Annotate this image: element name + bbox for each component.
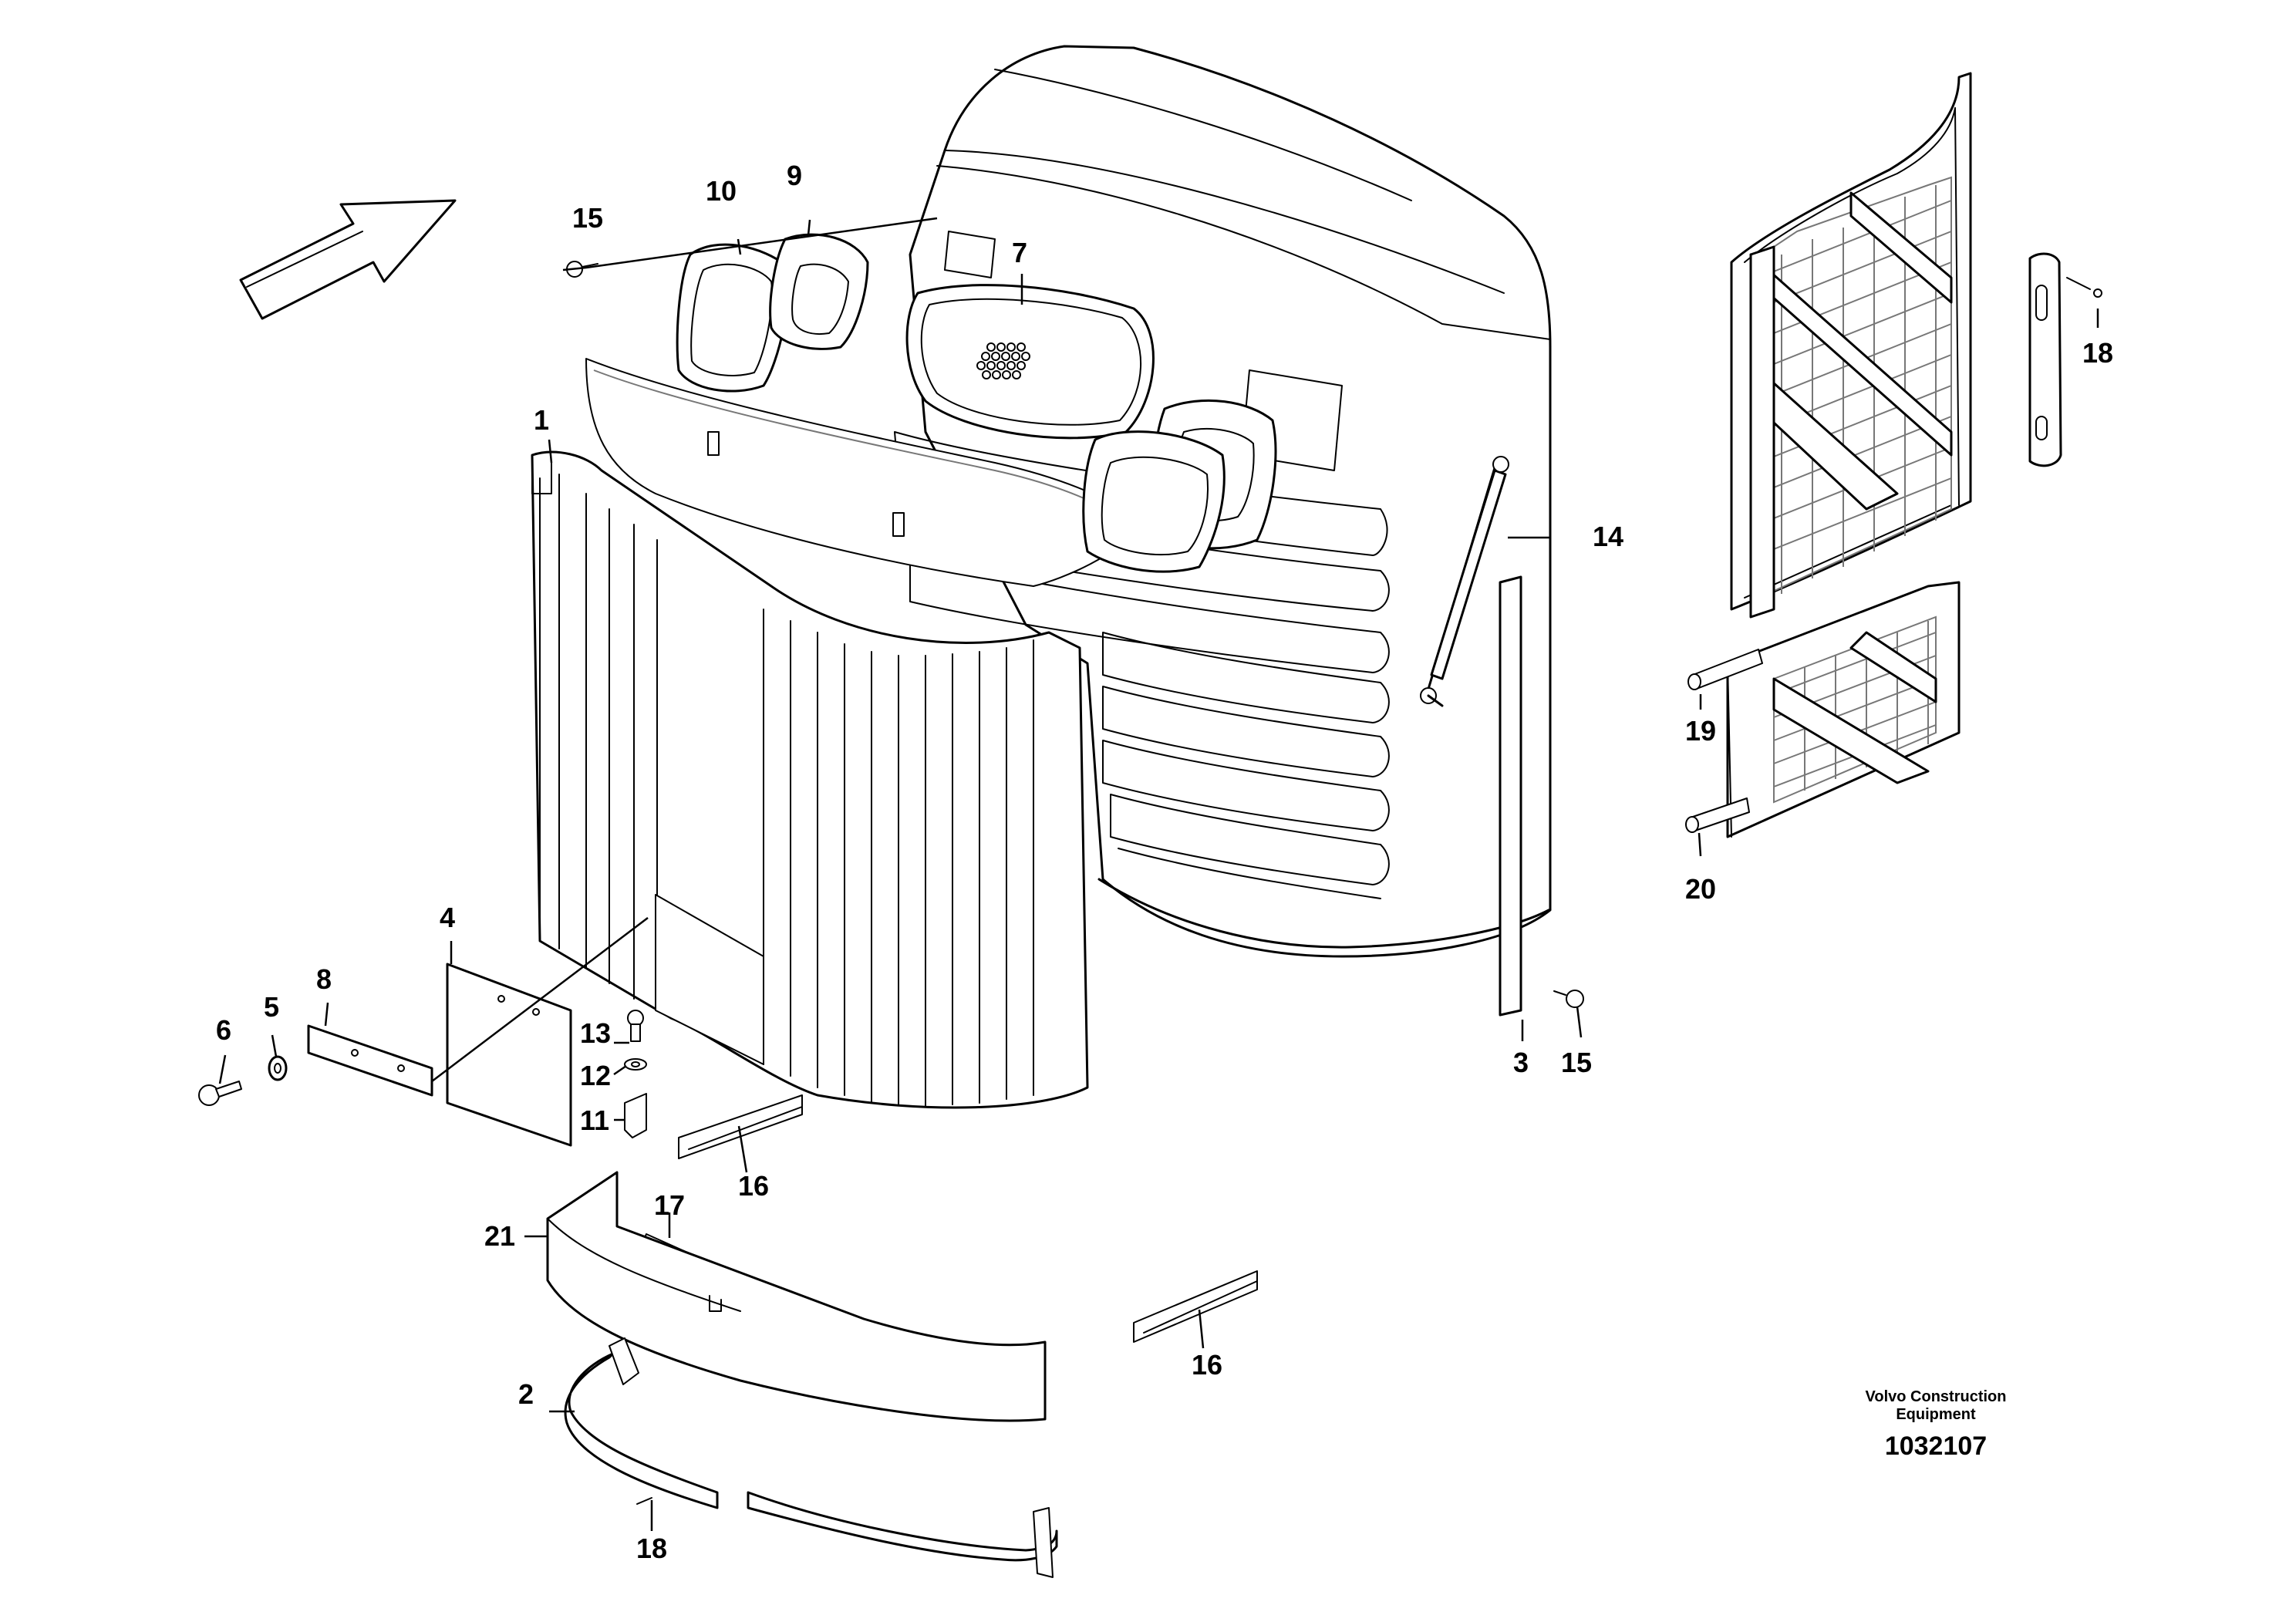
part-4-plate (446, 963, 572, 1147)
part-1-side-panel (531, 450, 1089, 1109)
callout-8: 8 (316, 963, 332, 995)
callout-20: 20 (1685, 873, 1717, 905)
part-3-strip (1499, 575, 1522, 1017)
part-21-skirt (546, 1171, 1047, 1422)
callout-15-lower: 15 (1561, 1047, 1593, 1078)
credit-line-1: Volvo Construction (1865, 1388, 2007, 1405)
callout-18-lower: 18 (636, 1533, 668, 1564)
callout-5: 5 (264, 991, 280, 1023)
hood-moulding-pair (1082, 399, 1277, 573)
part-18-rivet-lower (636, 1497, 652, 1505)
part-13-bolt (627, 1010, 644, 1042)
callout-4: 4 (440, 902, 456, 933)
callout-13: 13 (580, 1017, 612, 1049)
callout-6: 6 (216, 1014, 232, 1046)
part-16-seal-upper (678, 1094, 803, 1159)
callout-7: 7 (1012, 237, 1028, 268)
direction-arrow (239, 199, 457, 320)
part-6-bolt (198, 1081, 242, 1106)
callout-15-upper: 15 (572, 202, 604, 234)
part-12-washer (624, 1058, 647, 1071)
screw-15-lower (1553, 990, 1584, 1008)
part-14-gas-strut (1420, 456, 1509, 707)
callout-16-lower: 16 (1192, 1349, 1223, 1381)
callout-21: 21 (484, 1220, 516, 1252)
part-2-strap-right (747, 1491, 1058, 1578)
callout-1: 1 (534, 404, 550, 436)
part-5-washer (268, 1055, 288, 1081)
credit-line-2: Equipment (1896, 1406, 1976, 1423)
callout-9: 9 (787, 160, 803, 191)
part-9-moulding (769, 233, 869, 350)
callout-18-upper: 18 (2082, 337, 2114, 369)
part-11-bracket (624, 1093, 647, 1138)
side-grille-lower (1726, 581, 1961, 838)
callout-2: 2 (518, 1378, 534, 1410)
callout-3: 3 (1513, 1047, 1529, 1078)
grille-mesh (976, 342, 1030, 379)
callout-19: 19 (1685, 715, 1717, 747)
callout-17: 17 (654, 1189, 686, 1221)
figure-code: 1032107 (1884, 1431, 1988, 1461)
part-2-strap-left (564, 1337, 719, 1509)
callout-12: 12 (580, 1060, 612, 1091)
part-16-seal-lower (1133, 1270, 1258, 1343)
credit-block: Volvo Construction Equipment 1032107 (1820, 1388, 2052, 1462)
part-18-latch (2028, 252, 2102, 467)
part-10-moulding (676, 243, 791, 393)
callout-10: 10 (706, 175, 737, 207)
part-8-bar (307, 1024, 433, 1097)
part-20-rod (1685, 798, 1750, 833)
callout-11: 11 (580, 1104, 610, 1136)
callout-14: 14 (1593, 521, 1624, 552)
leader-lines (218, 217, 2099, 1531)
callout-16-upper: 16 (738, 1170, 770, 1202)
side-grille-upper (1730, 72, 1972, 619)
part-19-rod (1687, 649, 1763, 690)
